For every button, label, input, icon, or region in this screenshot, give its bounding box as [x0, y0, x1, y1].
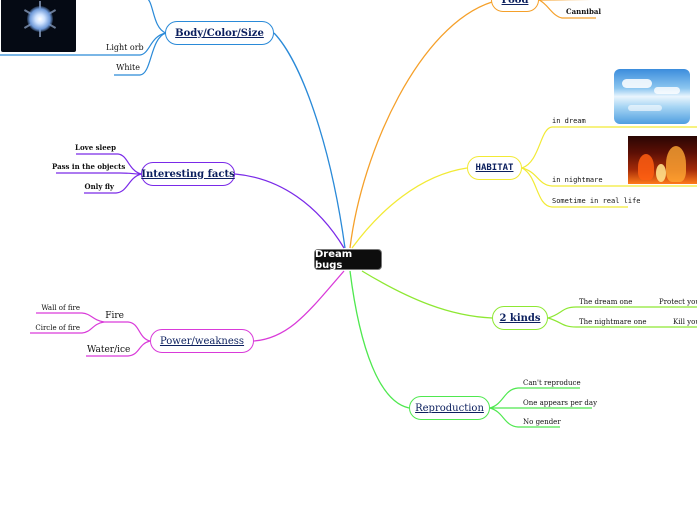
cloud — [628, 105, 662, 111]
edge-body-up — [147, 0, 167, 34]
edge-root-body — [273, 32, 346, 249]
subtopic-no-gender[interactable]: No gender — [523, 418, 561, 426]
root-topic[interactable]: Dream bugs — [314, 249, 382, 271]
topic-habitat[interactable]: HABITAT — [467, 156, 522, 180]
subtopic-wall-of-fire[interactable]: Wall of fire — [41, 304, 80, 312]
edge-root-food — [349, 1, 493, 249]
detail-protect-you[interactable]: Protect you f — [659, 298, 697, 306]
subtopic-water-ice[interactable]: Water/ice — [87, 345, 131, 355]
edge-power-water — [86, 340, 151, 357]
subtopic-in-dream[interactable]: in dream — [552, 117, 586, 125]
edge-habitat-dream — [521, 126, 612, 169]
cloud — [622, 79, 652, 88]
orb-glow — [27, 6, 53, 32]
subtopic-nightmare-one[interactable]: The nightmare one — [579, 318, 647, 326]
detail-kill-you[interactable]: Kill you, — [673, 318, 697, 326]
edge-root-kinds — [361, 270, 493, 319]
edge-kinds-dream — [547, 306, 632, 319]
edge-root-habitat — [351, 167, 468, 249]
edge-repro-cant — [489, 387, 580, 409]
flame — [656, 164, 666, 182]
edge-body-lightorb — [104, 32, 167, 56]
subtopic-fire[interactable]: Fire — [105, 311, 124, 321]
edge-root-repro — [349, 270, 410, 409]
edge-habitat-real — [521, 167, 628, 208]
edge-fire-circle — [30, 321, 105, 334]
subtopic-in-nightmare[interactable]: in nightmare — [552, 176, 603, 184]
topic-interesting-facts[interactable]: Interesting facts — [141, 162, 235, 186]
edge-root-power — [253, 270, 345, 342]
edge-fire-wall — [36, 312, 105, 323]
edge-food-cannibal — [538, 0, 596, 19]
fire-nightmare-image[interactable] — [628, 136, 697, 184]
subtopic-cant-reproduce[interactable]: Can't reproduce — [523, 379, 581, 387]
topic-power-weakness[interactable]: Power/weakness — [150, 329, 254, 353]
glowing-orb-image[interactable] — [1, 0, 76, 52]
edge-habitat-nightmare — [521, 167, 628, 187]
subtopic-love-sleep[interactable]: Love sleep — [75, 143, 116, 152]
subtopic-white[interactable]: White — [116, 63, 140, 72]
cloud — [654, 87, 680, 94]
subtopic-one-per-day[interactable]: One appears per day — [523, 399, 598, 407]
edge-root-facts — [234, 173, 345, 249]
topic-2-kinds[interactable]: 2 kinds — [492, 306, 548, 330]
flame — [638, 154, 654, 180]
subtopic-dream-one[interactable]: The dream one — [579, 298, 633, 306]
edge-facts-fly — [84, 173, 142, 194]
topic-reproduction[interactable]: Reproduction — [409, 396, 490, 420]
subtopic-circle-of-fire[interactable]: Circle of fire — [35, 324, 80, 332]
edge-power-fire — [104, 321, 151, 342]
edge-kinds-nightmare — [547, 317, 644, 328]
subtopic-only-fly[interactable]: Only fly — [84, 182, 114, 191]
subtopic-cannibal[interactable]: Cannibal — [566, 7, 602, 16]
sky-reflection-image[interactable] — [614, 69, 690, 124]
topic-food[interactable]: Food — [491, 0, 539, 12]
subtopic-sometime-real-life[interactable]: Sometime in real life — [552, 197, 641, 205]
edge-body-white — [114, 32, 167, 76]
subtopic-pass-in-objects[interactable]: Pass in the objects — [52, 162, 126, 171]
flame — [666, 146, 686, 182]
subtopic-light-orb[interactable]: Light orb — [106, 43, 144, 52]
edge-facts-pass — [56, 172, 142, 175]
edge-facts-love — [76, 153, 142, 175]
edge-repro-gender — [489, 407, 560, 428]
topic-body-color-size[interactable]: Body/Color/Size — [165, 21, 274, 45]
